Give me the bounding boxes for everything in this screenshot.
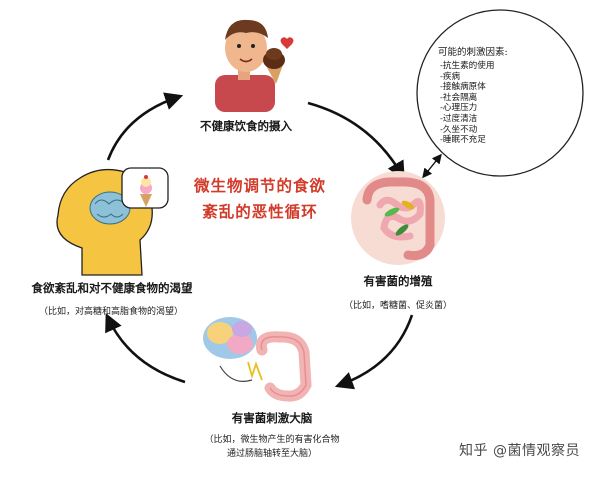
arrow-factors-gut — [422, 153, 442, 179]
center-title: 微生物调节的食欲 紊乱的恶性循环 — [185, 173, 335, 225]
man-eating-icon — [215, 19, 294, 112]
factor-item: -社会隔离 — [440, 92, 478, 103]
center-title-line-1: 微生物调节的食欲 — [193, 176, 326, 195]
node-bottom-sub-line-1: （比如，微生物产生的有害化合物 — [204, 435, 340, 445]
node-bottom-label: 有害菌刺激大脑 — [231, 411, 313, 425]
node-bottom-sub-line-2: 通过肠脑轴转至大脑） — [226, 449, 317, 459]
factors-bubble — [416, 9, 584, 177]
factors-list: -抗生素的使用 -疾病 -接触病原体 -社会隔离 -心理压力 -过度清洁 -久坐… — [440, 61, 494, 146]
watermark: 知乎 @菌情观察员 — [459, 443, 580, 459]
center-title-line-2: 紊乱的恶性循环 — [202, 202, 318, 221]
arrow-left-to-top — [106, 92, 184, 161]
arrow-right-to-bottom — [334, 314, 414, 390]
factor-item: -心理压力 — [440, 103, 478, 114]
arrow-top-to-right — [307, 101, 405, 180]
factor-item: -睡眠不充足 — [440, 135, 486, 146]
node-left-label: 食欲紊乱和对不健康食物的渴望 — [31, 281, 193, 295]
factor-item: -过度清洁 — [440, 113, 478, 124]
factor-item: -久坐不动 — [440, 124, 478, 135]
factor-item: -疾病 — [440, 71, 461, 82]
arrow-bottom-to-left — [105, 313, 186, 384]
factors-title: 可能的刺激因素: — [438, 47, 508, 58]
factor-item: -抗生素的使用 — [440, 61, 495, 71]
factor-item: -接触病原体 — [440, 82, 486, 93]
head-craving-icon — [56, 167, 169, 276]
node-bottom-sub: （比如，微生物产生的有害化合物 通过肠脑轴转至大脑） — [182, 433, 362, 461]
brain-gut-icon — [203, 317, 312, 402]
node-right-sub: （比如，嗜糖菌、促炎菌） — [343, 301, 452, 311]
node-right-label: 有害菌的增殖 — [363, 274, 433, 288]
node-top-label: 不健康饮食的摄入 — [200, 119, 292, 133]
node-left-sub: （比如，对高糖和高脂食物的渴望） — [38, 307, 183, 317]
gut-bacteria-icon — [351, 171, 445, 265]
